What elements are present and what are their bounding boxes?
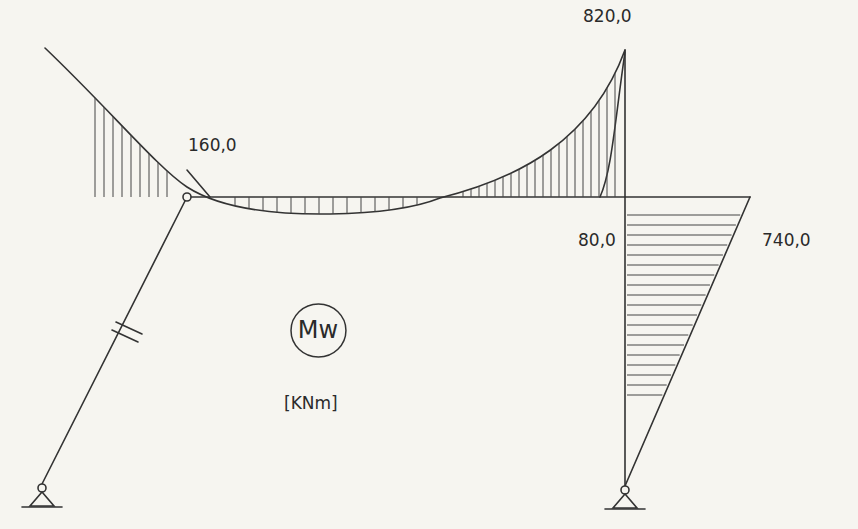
hatch-line xyxy=(122,126,123,197)
hatch-line xyxy=(627,375,671,376)
hatch-line xyxy=(627,225,736,226)
hatch-line xyxy=(559,143,560,197)
hatch-line xyxy=(627,395,662,396)
hatch-line xyxy=(487,183,488,197)
hatch-line xyxy=(131,135,132,197)
hatch-line xyxy=(575,129,576,197)
hatch-line xyxy=(607,88,608,197)
beam-axis xyxy=(187,196,750,198)
hatch-line xyxy=(471,189,472,197)
hatch-line xyxy=(627,245,727,246)
hatch-line xyxy=(627,335,688,336)
hatch-line xyxy=(104,107,105,197)
hatch-line xyxy=(543,155,544,197)
pin-support xyxy=(613,494,637,508)
unit-label: [KNm] xyxy=(284,395,338,412)
hatch-line xyxy=(627,285,710,286)
hatch-line xyxy=(627,385,667,386)
hatch-line xyxy=(417,197,418,205)
hatch-line xyxy=(389,197,390,210)
hatch-line xyxy=(149,154,150,197)
hatch-line xyxy=(591,111,592,197)
hatch-line xyxy=(249,197,250,209)
hatch-line xyxy=(463,192,464,197)
hatch-line xyxy=(519,169,520,197)
diagram-symbol: Mw xyxy=(298,318,338,342)
hatch-line xyxy=(527,165,528,197)
hatch-line xyxy=(583,121,584,197)
hatch-line xyxy=(333,197,334,214)
hatch-line xyxy=(158,162,159,197)
moment-value: 740,0 xyxy=(762,232,811,249)
hatch-line xyxy=(403,197,404,208)
ground-line xyxy=(22,506,62,508)
tick-mark xyxy=(112,330,138,342)
hatch-line xyxy=(511,173,512,197)
hatch-line xyxy=(615,73,616,197)
right-column xyxy=(624,197,626,486)
moment-line xyxy=(625,197,750,486)
hatch-line xyxy=(235,197,236,206)
hinge xyxy=(183,193,191,201)
hatch-line xyxy=(627,255,723,256)
inclined-column xyxy=(42,197,187,484)
moment-curve xyxy=(600,52,625,197)
hatch-line xyxy=(535,160,536,197)
hatch-line xyxy=(479,186,480,197)
moment-value: 820,0 xyxy=(583,8,632,25)
hatch-line xyxy=(627,215,740,216)
hatch-line xyxy=(567,137,568,197)
hatch-line xyxy=(627,305,701,306)
hatch-line xyxy=(551,150,552,197)
hatch-line xyxy=(140,144,141,197)
hatch-line xyxy=(95,98,96,197)
hatch-line xyxy=(305,197,306,214)
hatch-line xyxy=(627,275,714,276)
hatch-line xyxy=(347,197,348,214)
hatch-line xyxy=(375,197,376,212)
hatch-line xyxy=(627,235,732,236)
moment-jump xyxy=(624,50,626,197)
hatch-line xyxy=(291,197,292,213)
ground-line xyxy=(605,508,645,510)
hatch-line xyxy=(263,197,264,211)
hatch-line xyxy=(277,197,278,212)
hatch-line xyxy=(319,197,320,214)
hatch-line xyxy=(627,265,719,266)
hatch-line xyxy=(627,295,706,296)
hatch-line xyxy=(627,325,693,326)
hatch-line xyxy=(113,116,114,197)
circled-label: Mw xyxy=(290,302,347,359)
hatch-line xyxy=(627,355,680,356)
hatch-line xyxy=(627,345,684,346)
hatch-line xyxy=(503,177,504,197)
tick-mark xyxy=(116,322,142,334)
pin-support xyxy=(30,492,54,506)
hatch-line xyxy=(627,315,697,316)
hatch-line xyxy=(495,180,496,197)
hatch-line xyxy=(627,365,675,366)
hatch-line xyxy=(167,171,168,197)
moment-curve xyxy=(45,48,625,214)
moment-value: 80,0 xyxy=(578,232,616,249)
hatch-line xyxy=(187,170,210,197)
moment-value: 160,0 xyxy=(188,137,237,154)
hatch-line xyxy=(599,101,600,197)
hatch-line xyxy=(361,197,362,213)
